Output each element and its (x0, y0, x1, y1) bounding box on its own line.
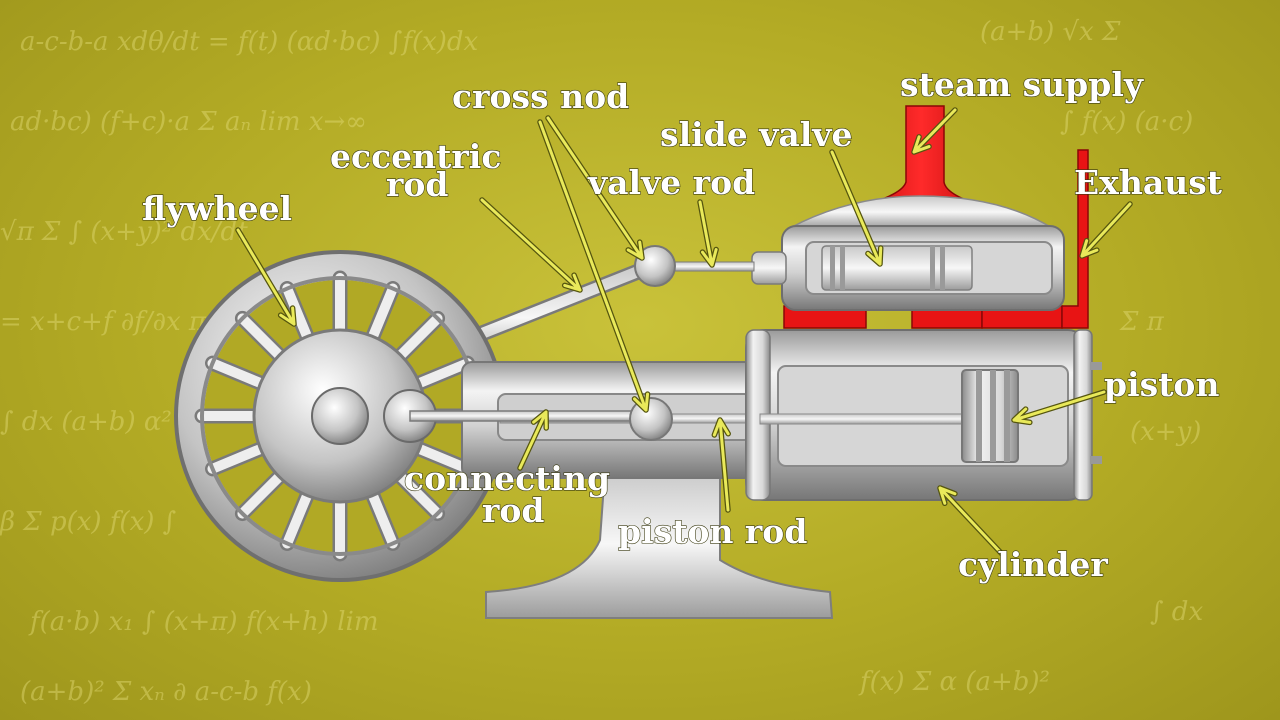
flywheel-spoke (207, 441, 272, 474)
svg-text:(a+b)² Σ xₙ ∂ a-c-b f(x): (a+b)² Σ xₙ ∂ a-c-b f(x) (20, 677, 312, 707)
svg-text:∫ dx: ∫ dx (1150, 597, 1203, 627)
svg-text:a-c-b-a xdθ/dt = f(t) (αd·bc: a-c-b-a xdθ/dt = f(t) (αd·bc) ∫f(x)dx (20, 27, 479, 57)
engine-base (485, 469, 834, 619)
label-exhaust: Exhaust (1074, 163, 1223, 202)
callout-arrows (235, 107, 1133, 557)
label-piston-rod: piston rod (618, 512, 807, 551)
label-eccentric-line2: rod (386, 165, 448, 204)
flywheel-spoke (391, 313, 443, 365)
label-cross-nod: cross nod (452, 77, 629, 116)
flywheel-spoke (408, 441, 473, 474)
label-connecting-line2: rod (482, 491, 544, 530)
svg-text:∫ f(x) (a·c): ∫ f(x) (a·c) (1060, 107, 1193, 137)
flywheel-spoke (237, 313, 289, 365)
svg-text:√π Σ ∫ (x+y)² dx/dt: √π Σ ∫ (x+y)² dx/dt (0, 217, 248, 247)
label-eccentric-line1: eccentric (330, 137, 501, 176)
arrow-cylinder (938, 486, 1004, 556)
arrow-flywheel (236, 228, 296, 326)
svg-text:(a+b) √x Σ: (a+b) √x Σ (980, 17, 1121, 47)
connecting-rod-part (409, 410, 651, 422)
svg-text:(x+y): (x+y) (1130, 417, 1201, 447)
arrow-valve-rod (698, 200, 718, 267)
svg-text:β Σ p(x) f(x) ∫: β Σ p(x) f(x) ∫ (0, 507, 176, 537)
labels: steam supply cross nod slide valve eccen… (141, 64, 1223, 584)
svg-text:ad·bc) (f+c)·a Σ aₙ lim: ad·bc) (f+c)·a Σ aₙ lim x→∞ (10, 107, 367, 137)
cylinder-part (745, 329, 1102, 501)
flywheel-spoke (282, 484, 315, 549)
label-piston: piston (1104, 365, 1219, 404)
valve-chest-part (751, 195, 1065, 311)
svg-text:Σ π: Σ π (1119, 307, 1165, 337)
flywheel-spoke (237, 467, 289, 519)
flywheel-spoke (391, 467, 443, 519)
flywheel-spoke (365, 484, 398, 549)
svg-text:f(x) Σ α (a+b)²: f(x) Σ α (a+b)² (858, 667, 1050, 697)
label-slide-valve: slide valve (660, 115, 852, 154)
arrow-exhaust (1080, 202, 1132, 258)
valve-rod-part (634, 245, 755, 287)
flywheel-part (174, 250, 506, 582)
background-math-decoration: a-c-b-a xdθ/dt = f(t) (αd·bc) ∫f(x)dx ad… (0, 17, 1203, 707)
flywheel-spoke (282, 283, 315, 348)
arrow-eccentric-rod (480, 198, 582, 292)
svg-text:f(a·b) x₁ ∫ (x+π) f(x+h): f(a·b) x₁ ∫ (x+π) f(x+h) lim (28, 607, 379, 637)
arrow-cross-nod-2 (538, 120, 650, 412)
label-connecting-line1: connecting (404, 459, 610, 498)
flywheel-spoke (207, 358, 272, 391)
arrow-slide-valve (830, 150, 883, 266)
label-flywheel: flywheel (142, 189, 292, 228)
arrow-piston (1012, 390, 1106, 424)
label-cylinder: cylinder (958, 545, 1108, 584)
arrow-connecting-rod (518, 410, 548, 470)
label-steam-supply: steam supply (900, 65, 1144, 104)
flywheel-spoke (365, 283, 398, 348)
flywheel-spoke (408, 358, 473, 391)
arrow-piston-rod (712, 418, 730, 512)
arrow-steam-supply (912, 108, 957, 154)
label-valve-rod: valve rod (587, 163, 755, 202)
arrow-cross-nod-1 (546, 116, 644, 260)
svg-text:= x+c+f ∂f/∂x π ∫: = x+c+f ∂f/∂x π ∫ (0, 307, 228, 337)
